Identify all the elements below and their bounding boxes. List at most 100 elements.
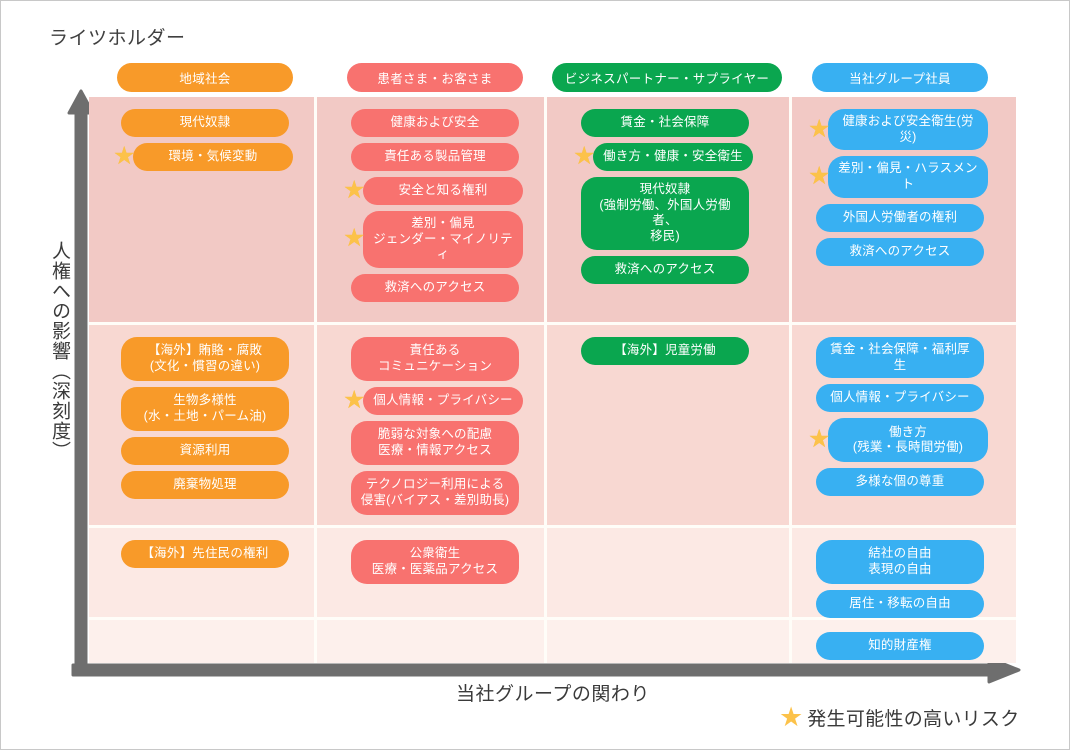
column-header-label: 患者さま・お客さま bbox=[377, 72, 493, 86]
column-divider bbox=[544, 97, 547, 663]
risk-pill[interactable]: 救済へのアクセス bbox=[351, 273, 519, 302]
x-axis-arrow-icon bbox=[71, 656, 1021, 684]
matrix-cell-employees-row3: 結社の自由 表現の自由居住・移転の自由 bbox=[812, 528, 988, 620]
matrix-cell-partners-row1: 賃金・社会保障 ★働き方・健康・安全衛生現代奴隷 (強制労働、外国人労働者、 移民… bbox=[573, 97, 753, 325]
matrix-cell-community-row2: 【海外】賄賂・腐敗 (文化・慣習の違い) 生物多様性 (水・土地・パーム油) 資源利… bbox=[117, 325, 293, 528]
risk-item: 現代奴隷 bbox=[117, 109, 293, 137]
risk-pill[interactable]: 【海外】児童労働 bbox=[581, 337, 749, 365]
risk-pill[interactable]: 責任ある コミュニケーション bbox=[351, 337, 519, 381]
risk-pill[interactable]: 差別・偏見・ハラスメント bbox=[828, 156, 988, 198]
risk-pill[interactable]: 【海外】先住民の権利 bbox=[121, 540, 289, 568]
risk-item: 【海外】児童労働 bbox=[577, 337, 753, 365]
x-axis-label: 当社グループの関わり bbox=[456, 684, 650, 705]
star-icon: ★ bbox=[343, 224, 366, 253]
star-icon: ★ bbox=[573, 142, 596, 170]
matrix-cell-community-row4 bbox=[117, 620, 293, 663]
star-icon: ★ bbox=[343, 386, 366, 414]
star-icon: ★ bbox=[113, 142, 136, 170]
risk-pill[interactable]: 多様な個の尊重 bbox=[816, 468, 984, 497]
matrix-cell-community-row3: 【海外】先住民の権利 bbox=[117, 528, 293, 620]
risk-pill[interactable]: 働き方・健康・安全衛生 bbox=[593, 143, 753, 171]
risk-item: ★環境・気候変動 bbox=[113, 143, 293, 171]
risk-item: 責任ある製品管理 bbox=[347, 143, 523, 171]
risk-item: 救済へのアクセス bbox=[812, 237, 988, 266]
risk-item: 救済へのアクセス bbox=[577, 255, 753, 284]
star-icon: ★ bbox=[808, 161, 831, 190]
star-icon: ★ bbox=[343, 176, 366, 204]
page-title: ライツホルダー bbox=[49, 28, 186, 49]
risk-pill[interactable]: 安全と知る権利 bbox=[363, 177, 523, 205]
legend: ★ 発生可能性の高いリスク bbox=[779, 704, 1020, 731]
risk-pill[interactable]: 現代奴隷 (強制労働、外国人労働者、 移民) bbox=[581, 177, 749, 250]
column-divider bbox=[789, 97, 792, 663]
risk-item: 賃金・社会保障・福利厚生 bbox=[812, 337, 988, 379]
risk-pill[interactable]: 外国人労働者の権利 bbox=[816, 203, 984, 232]
risk-item: 救済へのアクセス bbox=[347, 273, 523, 302]
risk-pill[interactable]: 救済へのアクセス bbox=[816, 237, 984, 266]
plot-area: 現代奴隷★環境・気候変動健康および安全責任ある製品管理★安全と知る権利★差別・偏… bbox=[89, 97, 1016, 663]
risk-item: 個人情報・プライバシー bbox=[812, 384, 988, 413]
risk-item: 資源利用 bbox=[117, 437, 293, 465]
risk-pill[interactable]: 資源利用 bbox=[121, 437, 289, 465]
risk-item: 居住・移転の自由 bbox=[812, 590, 988, 618]
column-header-community: 地域社会 bbox=[117, 63, 293, 92]
risk-item: 外国人労働者の権利 bbox=[812, 203, 988, 232]
matrix-cell-patients-row1: 健康および安全責任ある製品管理★安全と知る権利★差別・偏見 ジェンダー・マイノリ… bbox=[343, 97, 523, 325]
legend-label: 発生可能性の高いリスク bbox=[807, 709, 1020, 730]
risk-item: 責任ある コミュニケーション bbox=[347, 337, 523, 381]
risk-item: ★差別・偏見・ハラスメント bbox=[808, 156, 988, 198]
risk-item: 現代奴隷 (強制労働、外国人労働者、 移民) bbox=[577, 177, 753, 250]
risk-pill[interactable]: 【海外】賄賂・腐敗 (文化・慣習の違い) bbox=[121, 337, 289, 381]
matrix-cell-partners-row4 bbox=[577, 620, 753, 663]
matrix-cell-patients-row2: 責任ある コミュニケーション ★個人情報・プライバシー脆弱な対象への配慮 医療・情… bbox=[343, 325, 523, 528]
matrix-cell-employees-row2: 賃金・社会保障・福利厚生個人情報・プライバシー ★働き方 (残業・長時間労働) 多様… bbox=[808, 325, 988, 528]
risk-pill[interactable]: 知的財産権 bbox=[816, 632, 984, 660]
risk-pill[interactable]: 廃棄物処理 bbox=[121, 471, 289, 499]
risk-pill[interactable]: 差別・偏見 ジェンダー・マイノリティ bbox=[363, 211, 523, 268]
risk-pill[interactable]: 居住・移転の自由 bbox=[816, 590, 984, 618]
column-header-patients: 患者さま・お客さま bbox=[347, 63, 523, 92]
risk-item: 生物多様性 (水・土地・パーム油) bbox=[117, 387, 293, 431]
risk-pill[interactable]: 救済へのアクセス bbox=[581, 255, 749, 284]
risk-pill[interactable]: 脆弱な対象への配慮 医療・情報アクセス bbox=[351, 421, 519, 465]
matrix-cell-employees-row1: ★健康および安全衛生(労災)★差別・偏見・ハラスメント外国人労働者の権利救済への… bbox=[808, 97, 988, 325]
risk-pill[interactable]: 生物多様性 (水・土地・パーム油) bbox=[121, 387, 289, 431]
risk-pill[interactable]: 結社の自由 表現の自由 bbox=[816, 540, 984, 584]
star-icon: ★ bbox=[808, 114, 831, 143]
risk-item: 【海外】先住民の権利 bbox=[117, 540, 293, 568]
matrix-cell-patients-row3: 公衆衛生 医療・医薬品アクセス bbox=[347, 528, 523, 620]
risk-pill[interactable]: 個人情報・プライバシー bbox=[363, 387, 523, 415]
risk-pill[interactable]: 責任ある製品管理 bbox=[351, 143, 519, 171]
risk-item: 多様な個の尊重 bbox=[812, 468, 988, 497]
risk-item: ★安全と知る権利 bbox=[343, 177, 523, 205]
risk-item: 結社の自由 表現の自由 bbox=[812, 540, 988, 584]
risk-item: 知的財産権 bbox=[812, 632, 988, 660]
column-header-row: 地域社会 患者さま・お客さま ビジネスパートナー・サプライヤー 当社グループ社員 bbox=[89, 63, 1016, 93]
risk-item: ★差別・偏見 ジェンダー・マイノリティ bbox=[343, 211, 523, 268]
matrix-cell-employees-row4: 知的財産権 bbox=[812, 620, 988, 663]
risk-item: 健康および安全 bbox=[347, 109, 523, 137]
risk-item: 【海外】賄賂・腐敗 (文化・慣習の違い) bbox=[117, 337, 293, 381]
risk-item: ★健康および安全衛生(労災) bbox=[808, 109, 988, 151]
risk-pill[interactable]: 賃金・社会保障 bbox=[581, 109, 749, 137]
risk-pill[interactable]: 現代奴隷 bbox=[121, 109, 289, 137]
column-header-label: 当社グループ社員 bbox=[849, 72, 951, 86]
risk-pill[interactable]: 働き方 (残業・長時間労働) bbox=[828, 418, 988, 463]
risk-pill[interactable]: 公衆衛生 医療・医薬品アクセス bbox=[351, 540, 519, 584]
risk-pill[interactable]: 賃金・社会保障・福利厚生 bbox=[816, 337, 984, 379]
risk-pill[interactable]: 環境・気候変動 bbox=[133, 143, 293, 171]
risk-pill[interactable]: 健康および安全衛生(労災) bbox=[828, 109, 988, 151]
risk-item: ★働き方・健康・安全衛生 bbox=[573, 143, 753, 171]
matrix-cell-partners-row2: 【海外】児童労働 bbox=[577, 325, 753, 528]
risk-pill[interactable]: 健康および安全 bbox=[351, 109, 519, 137]
risk-pill[interactable]: テクノロジー利用による 侵害(バイアス・差別助長) bbox=[351, 471, 519, 515]
column-divider bbox=[314, 97, 317, 663]
risk-item: ★働き方 (残業・長時間労働) bbox=[808, 418, 988, 463]
star-icon: ★ bbox=[779, 702, 804, 732]
y-axis-label: 人権への影響（深刻度） bbox=[49, 241, 70, 461]
column-header-partners: ビジネスパートナー・サプライヤー bbox=[552, 63, 782, 92]
matrix-cell-community-row1: 現代奴隷 ★環境・気候変動 bbox=[113, 97, 293, 325]
column-header-employees: 当社グループ社員 bbox=[812, 63, 988, 92]
risk-pill[interactable]: 個人情報・プライバシー bbox=[816, 384, 984, 413]
